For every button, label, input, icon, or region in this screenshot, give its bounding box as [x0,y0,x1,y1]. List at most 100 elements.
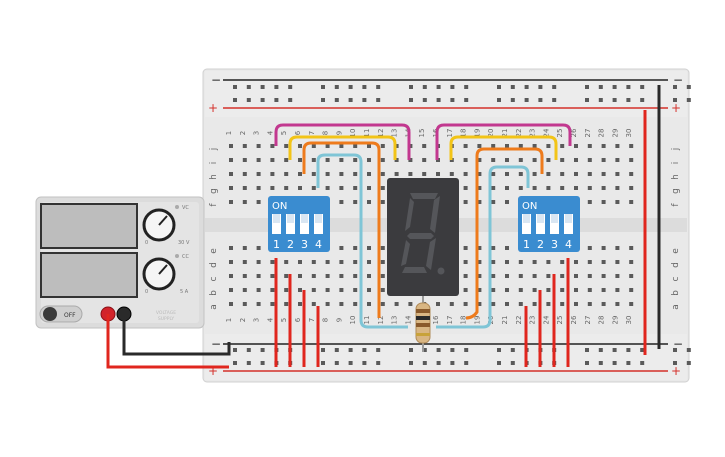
breadboard-hole[interactable] [229,200,233,204]
breadboard-hole[interactable] [422,144,427,148]
breadboard-hole[interactable] [339,302,344,306]
breadboard-hole[interactable] [505,246,509,250]
breadboard-hole[interactable] [615,274,620,278]
breadboard-hole[interactable] [311,260,316,264]
breadboard-hole[interactable] [284,186,289,190]
left-red-wires[interactable] [274,258,320,367]
breadboard-hole[interactable] [546,172,551,176]
breadboard-hole[interactable] [436,302,440,306]
breadboard-hole[interactable] [532,158,537,162]
breadboard-hole[interactable] [601,288,606,292]
breadboard-hole[interactable] [298,172,302,176]
breadboard-hole[interactable] [629,260,634,264]
breadboard-hole[interactable] [463,274,468,278]
breadboard-hole[interactable] [353,260,358,264]
power-supply[interactable]: VC CC 0 30 V 0 5 A OFF VOLTAGE SUPPLY [35,196,205,329]
breadboard-hole[interactable] [626,348,631,352]
breadboard-hole[interactable] [284,260,289,264]
breadboard-hole[interactable] [560,144,565,148]
breadboard-hole[interactable] [270,172,275,176]
breadboard-hole[interactable] [477,200,482,204]
breadboard-hole[interactable] [532,260,537,264]
breadboard-hole[interactable] [532,302,537,306]
wire-orange-left[interactable] [302,141,381,318]
breadboard-hole[interactable] [463,246,468,250]
wire-cyan-right[interactable] [436,165,530,329]
breadboard-hole[interactable] [242,172,247,176]
wire-magenta-right[interactable] [435,123,572,160]
breadboard-hole[interactable] [615,260,620,264]
breadboard-hole[interactable] [491,302,496,306]
breadboard-hole[interactable] [311,158,316,162]
breadboard-hole[interactable] [450,85,455,89]
breadboard-hole[interactable] [270,158,275,162]
breadboard-hole[interactable] [601,158,606,162]
breadboard-hole[interactable] [587,158,592,162]
breadboard-hole[interactable] [560,274,565,278]
breadboard-hole[interactable] [598,85,603,89]
breadboard-hole[interactable] [505,144,509,148]
breadboard-hole[interactable] [585,85,589,89]
breadboard-hole[interactable] [311,186,316,190]
breadboard-hole[interactable] [574,144,578,148]
breadboard-hole[interactable] [505,260,509,264]
breadboard-hole[interactable] [242,302,247,306]
breadboard-hole[interactable] [284,144,289,148]
dip-right-toggle-2[interactable] [536,214,545,234]
breadboard-hole[interactable] [629,144,634,148]
breadboard-hole[interactable] [311,172,316,176]
supply-wire-black[interactable] [122,314,231,356]
breadboard-hole[interactable] [673,98,677,102]
breadboard-hole[interactable] [491,260,496,264]
wire-yellow-left[interactable] [288,135,397,160]
breadboard-hole[interactable] [686,361,691,365]
breadboard-hole[interactable] [615,200,620,204]
breadboard-hole[interactable] [311,274,316,278]
breadboard-hole[interactable] [505,274,509,278]
breadboard-hole[interactable] [552,98,557,102]
breadboard-hole[interactable] [505,302,509,306]
breadboard-hole[interactable] [242,186,247,190]
breadboard-hole[interactable] [463,172,468,176]
breadboard-hole[interactable] [422,158,427,162]
breadboard-hole[interactable] [612,361,617,365]
dip-switch-left[interactable]: ON 1 2 3 4 [268,196,330,252]
breadboard-hole[interactable] [394,172,399,176]
breadboard-hole[interactable] [256,158,261,162]
breadboard-hole[interactable] [587,186,592,190]
breadboard-hole[interactable] [284,172,289,176]
breadboard-hole[interactable] [626,361,631,365]
breadboard-hole[interactable] [256,288,261,292]
breadboard-hole[interactable] [587,144,592,148]
breadboard-hole[interactable] [229,144,233,148]
breadboard-hole[interactable] [615,302,620,306]
breadboard-hole[interactable] [532,288,537,292]
breadboard-hole[interactable] [242,274,247,278]
breadboard-hole[interactable] [298,302,302,306]
breadboard-hole[interactable] [477,246,482,250]
dip-left-toggle-3[interactable] [300,214,309,234]
breadboard-hole[interactable] [321,98,325,102]
breadboard-hole[interactable] [348,98,353,102]
breadboard-hole[interactable] [229,260,233,264]
breadboard-hole[interactable] [585,361,589,365]
breadboard-hole[interactable] [686,348,691,352]
breadboard-hole[interactable] [321,348,325,352]
breadboard-hole[interactable] [560,186,565,190]
breadboard-hole[interactable] [510,361,515,365]
breadboard-hole[interactable] [601,302,606,306]
breadboard-hole[interactable] [256,172,261,176]
breadboard-hole[interactable] [673,348,677,352]
breadboard-hole[interactable] [612,98,617,102]
breadboard-hole[interactable] [246,98,251,102]
breadboard-hole[interactable] [242,144,247,148]
breadboard-hole[interactable] [325,288,330,292]
breadboard-hole[interactable] [449,172,454,176]
breadboard-hole[interactable] [505,288,509,292]
breadboard-hole[interactable] [629,274,634,278]
breadboard-hole[interactable] [464,85,469,89]
breadboard-hole[interactable] [353,158,358,162]
breadboard-hole[interactable] [256,144,261,148]
breadboard-hole[interactable] [560,288,565,292]
breadboard-hole[interactable] [325,260,330,264]
